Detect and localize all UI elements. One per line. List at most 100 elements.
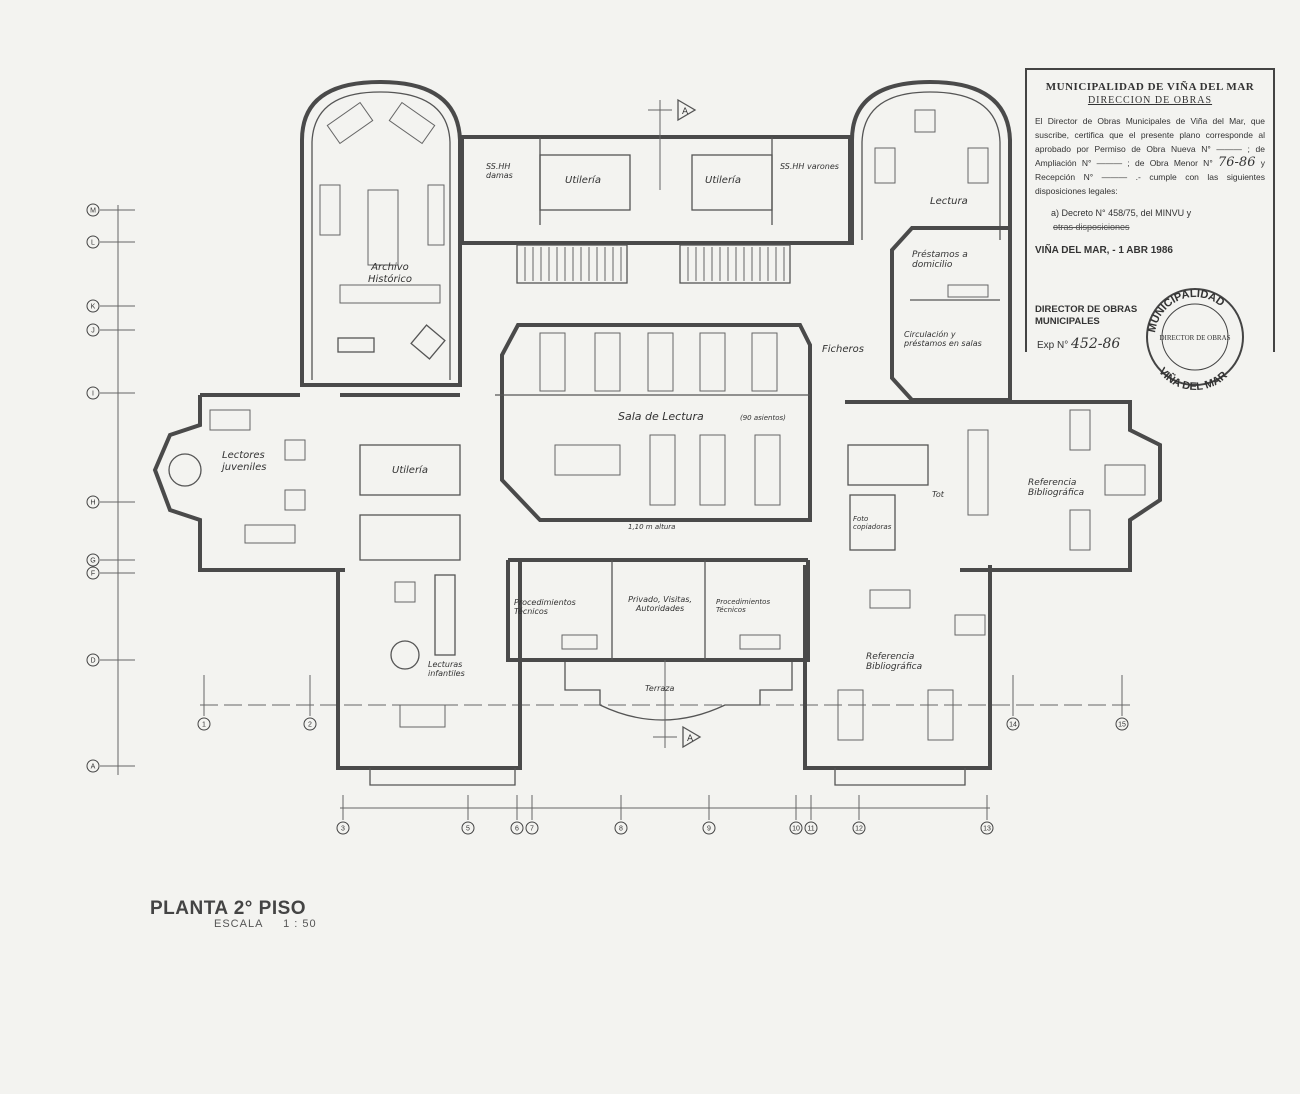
archivo-historico-room [300, 79, 462, 387]
grid-axis-column: 1 [197, 675, 211, 731]
grid-axis-row: F [86, 566, 135, 580]
stamp-header: MUNICIPALIDAD DE VIÑA DEL MAR [1045, 81, 1255, 93]
grid-axis-label: M [90, 208, 96, 215]
permit-number: 76-86 [1218, 155, 1256, 170]
label-sshh-damas: SS.HH damas [486, 162, 513, 181]
seal-middle-text: DIRECTOR DE OBRAS [1159, 334, 1230, 342]
stamp-condition: a) Decreto N° 458/75, del MINVU y [1051, 208, 1192, 218]
grid-axis-label: 9 [707, 826, 711, 833]
grid-axis-label: D [90, 658, 95, 665]
section-label: A [682, 107, 689, 117]
plan-scale: ESCALA 1 : 50 [214, 918, 317, 930]
grid-axis-label: H [90, 500, 95, 507]
grid-axis-label: 2 [308, 722, 312, 729]
lectura-room [850, 79, 1012, 245]
label-prestamos: Préstamos a domicilio [912, 250, 968, 271]
grid-axis-column: 5 [461, 795, 475, 835]
label-referencia-bibliografica: Referencia Bibliográfica [1028, 478, 1085, 499]
referencia-bibliografica-lower-room [803, 565, 992, 786]
label-privado: Privado, Visitas, Autoridades [628, 595, 692, 614]
stamp-text: y Recepción N° ——— .- cumple con las sig… [1035, 158, 1265, 196]
grid-axis-row: M [86, 203, 135, 217]
exp-number: 452-86 [1071, 336, 1121, 352]
grid-axis-label: A [91, 764, 96, 771]
label-referencia-bibliografica: Referencia Bibliográfica [866, 652, 923, 673]
scale-label: ESCALA [214, 918, 263, 930]
section-label: A [687, 734, 694, 744]
grid-axis-row: K [86, 299, 135, 313]
grid-axis-label: L [91, 240, 95, 247]
grid-axis-column: 8 [614, 795, 628, 835]
sala-de-lectura [495, 323, 812, 522]
grid-axis-column: 11 [804, 795, 818, 835]
stamp-body: El Director de Obras Municipales de Viña… [1035, 114, 1265, 198]
grid-axis-label: 15 [1118, 722, 1126, 729]
grid-axis-label: F [91, 571, 95, 578]
grid-axis-column: 12 [852, 795, 866, 835]
grid-axis-label: J [91, 328, 95, 335]
label-lectura: Lectura [930, 196, 968, 207]
offices-block [506, 558, 810, 721]
grid-axis-label: 11 [807, 826, 814, 833]
stamp-subheader: DIRECCION DE OBRAS [1087, 95, 1213, 106]
grid-axis-label: 7 [530, 826, 534, 833]
grid-axis-column: 9 [702, 795, 716, 835]
grid-axis-column: 3 [336, 795, 350, 835]
grid-axis-row: H [86, 495, 135, 509]
plan-title: PLANTA 2° PISO [150, 898, 307, 919]
grid-axis-label: 1 [202, 722, 206, 729]
grid-axis-row: G [86, 553, 135, 567]
label-foto-copiadoras: Foto copiadoras [853, 515, 892, 532]
scale-value: 1 : 50 [283, 918, 317, 930]
label-lecturas-infantiles: Lecturas infantiles [428, 660, 465, 679]
label-lectores-juveniles: Lectores juveniles [222, 450, 267, 473]
lectores-juveniles-room [152, 393, 461, 572]
stamp-date: VIÑA DEL MAR, - 1 ABR 1986 [1035, 245, 1173, 256]
stamp-struck-text: otras disposiciones [1053, 222, 1130, 232]
grid-axis-column: 7 [525, 795, 539, 835]
label-utileria: Utilería [565, 175, 601, 186]
grid-axis-column: 15 [1115, 675, 1129, 731]
label-ficheros: Ficheros [822, 344, 864, 355]
grid-axis-row: A [86, 759, 135, 773]
exp-label: Exp N° [1037, 340, 1069, 351]
label-altura: 1,10 m altura [628, 523, 676, 531]
grid-axis-column: 2 [303, 675, 317, 731]
grid-axis-column: 6 [510, 795, 524, 835]
grid-axis-row: D [86, 653, 135, 667]
grid-axis-label: I [92, 391, 94, 398]
grid-axis-label: 13 [983, 826, 991, 833]
grid-axis-label: 8 [619, 826, 623, 833]
grid-axis-label: G [90, 558, 95, 565]
label-sala-note: (90 asientos) [740, 414, 786, 422]
label-tot: Tot [932, 490, 944, 499]
label-sshh-varones: SS.HH varones [780, 162, 839, 171]
grid-axis-label: 5 [466, 826, 470, 833]
stairs [516, 244, 791, 284]
grid-axis-column: 10 [789, 795, 803, 835]
label-procedimientos-tecnicos: Procedimientos Técnicos [716, 598, 771, 615]
grid-axis-row: L [86, 235, 135, 249]
stamp-text: El Director de Obras Municipales de Viña… [1035, 116, 1265, 168]
section-mark-top: A [648, 98, 697, 122]
grid-axis-row: I [86, 386, 135, 400]
grid-axis-label: 6 [515, 826, 519, 833]
grid-axis-label: 12 [855, 826, 863, 833]
stamp-director: DIRECTOR DE OBRAS MUNICIPALES [1035, 304, 1138, 327]
grid-axis-label: 10 [792, 826, 800, 833]
referencia-bibliografica-room [845, 400, 1162, 572]
grid-axis-column: 14 [1006, 675, 1020, 731]
label-utileria: Utilería [705, 175, 741, 186]
label-circulacion: Circulación y préstamos en salas [904, 330, 982, 349]
grid-axis-label: K [91, 304, 96, 311]
approval-stamp: MUNICIPALIDAD DE VIÑA DEL MAR DIRECCION … [1025, 68, 1275, 352]
section-mark-bottom: A [653, 660, 702, 749]
label-archivo-historico: Archivo Histórico [367, 262, 413, 285]
expediente: Exp N° 452-86 [1037, 336, 1120, 352]
grid-axis-label: 14 [1009, 722, 1017, 729]
label-terraza: Terraza [645, 684, 675, 693]
label-sala-de-lectura: Sala de Lectura [618, 410, 704, 423]
label-procedimientos-tecnicos: Procedimientos Técnicos [514, 598, 576, 617]
